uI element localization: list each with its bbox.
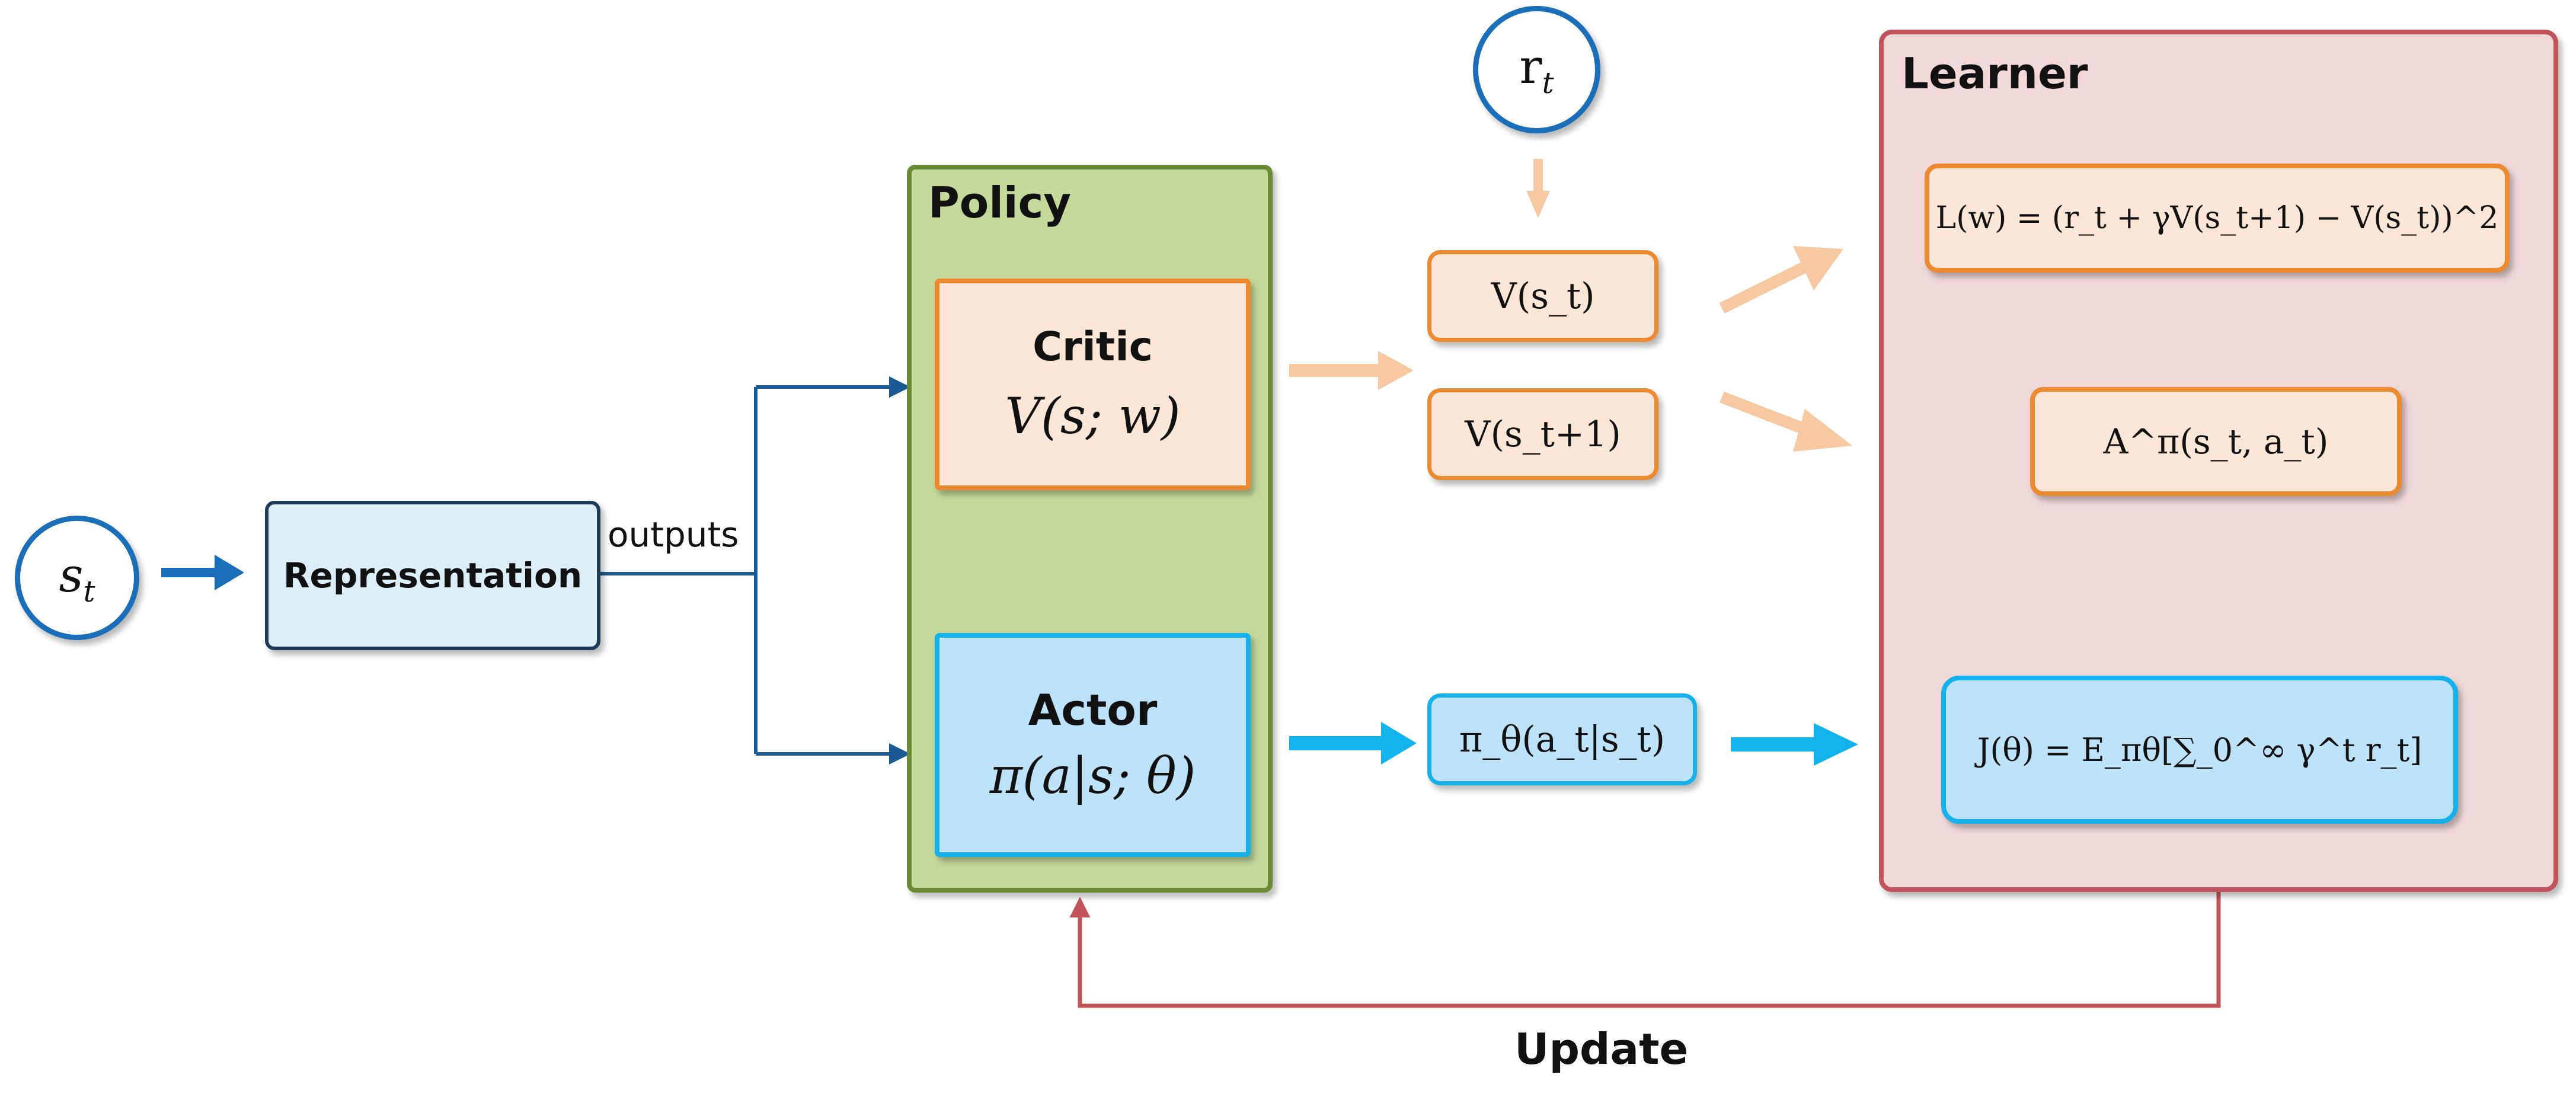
policy-title: Policy bbox=[928, 178, 1072, 228]
objective-box: J(θ) = E_πθ[∑_0^∞ γ^t r_t] bbox=[1941, 676, 2458, 824]
pi-to-learner-arrow bbox=[1731, 723, 1858, 766]
reward-down-arrow bbox=[1526, 159, 1550, 218]
value-st-box: V(s_t) bbox=[1427, 250, 1658, 342]
outputs-branch-connector bbox=[600, 376, 910, 765]
critic-title: Critic bbox=[1033, 324, 1153, 370]
policy-output-formula: π_θ(a_t|s_t) bbox=[1459, 718, 1666, 760]
critic-to-values-arrow bbox=[1289, 351, 1414, 390]
update-label: Update bbox=[1514, 1024, 1689, 1074]
actor-formula: π(a|s; θ) bbox=[989, 747, 1196, 805]
learner-title: Learner bbox=[1901, 49, 2088, 98]
outputs-label: outputs bbox=[608, 514, 739, 555]
state-input-node: st bbox=[15, 516, 139, 640]
loss-box: L(w) = (r_t + γV(s_t+1) − V(s_t))^2 bbox=[1925, 164, 2510, 273]
objective-formula: J(θ) = E_πθ[∑_0^∞ γ^t r_t] bbox=[1977, 731, 2422, 769]
value-st1-box: V(s_t+1) bbox=[1427, 388, 1658, 480]
reward-input-node: rt bbox=[1473, 6, 1600, 133]
advantage-formula: A^π(s_t, a_t) bbox=[2103, 421, 2329, 462]
critic-formula: V(s; w) bbox=[1005, 387, 1181, 445]
value-st-formula: V(s_t) bbox=[1491, 275, 1595, 317]
vst1-to-learner-arrow bbox=[1720, 391, 1852, 452]
advantage-box: A^π(s_t, a_t) bbox=[2030, 387, 2402, 496]
reward-label: rt bbox=[1519, 39, 1554, 100]
policy-output-box: π_θ(a_t|s_t) bbox=[1427, 693, 1697, 785]
vst-to-learner-arrow bbox=[1719, 246, 1843, 314]
state-to-representation-arrow bbox=[161, 555, 244, 590]
representation-label: Representation bbox=[283, 555, 583, 596]
actor-box: Actor π(a|s; θ) bbox=[935, 633, 1251, 857]
loss-formula: L(w) = (r_t + γV(s_t+1) − V(s_t))^2 bbox=[1935, 200, 2499, 236]
critic-box: Critic V(s; w) bbox=[935, 279, 1251, 490]
representation-box: Representation bbox=[265, 501, 600, 650]
state-label: st bbox=[59, 547, 95, 609]
actor-to-pi-arrow bbox=[1289, 722, 1417, 765]
update-feedback-connector bbox=[1069, 892, 2221, 1008]
actor-title: Actor bbox=[1028, 685, 1158, 735]
value-st1-formula: V(s_t+1) bbox=[1465, 413, 1621, 455]
